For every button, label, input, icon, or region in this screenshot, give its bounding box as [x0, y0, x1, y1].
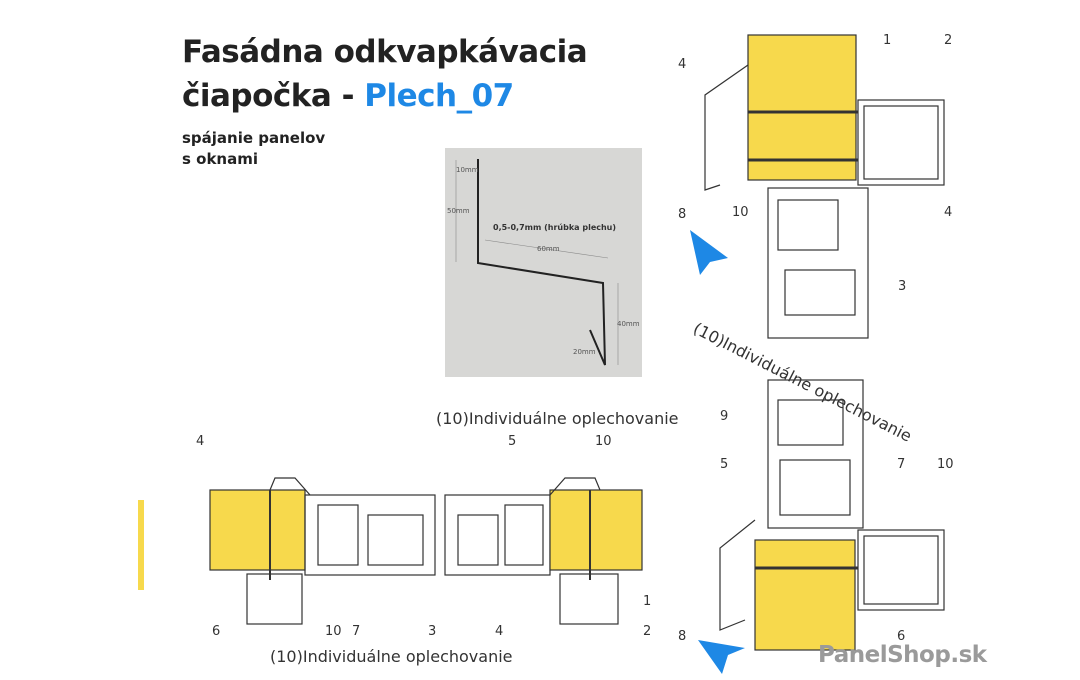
diagram-title: Fasádna odkvapkávacia čiapočka - Plech_0…	[182, 30, 588, 118]
label: 8	[678, 207, 686, 222]
label: 6	[897, 629, 905, 644]
logo-suffix: .sk	[950, 642, 987, 668]
thickness-label: 0,5-0,7mm (hrúbka plechu)	[493, 223, 616, 232]
label: 10	[595, 434, 612, 449]
logo-text: PanelShop	[818, 642, 951, 668]
label: 5	[508, 434, 516, 449]
note-middle: (10)Individuálne oplechovanie	[436, 409, 679, 428]
label: 3	[428, 624, 436, 639]
label: 10	[732, 205, 749, 220]
label: 10	[325, 624, 342, 639]
subtitle-line-2: s oknami	[182, 150, 259, 168]
label: 3	[898, 279, 906, 294]
arrow-bottom-icon	[698, 640, 745, 674]
label: 4	[678, 57, 686, 72]
title-line-2: čiapočka - Plech_07	[182, 74, 587, 118]
label: 1	[883, 33, 891, 48]
label: 8	[678, 629, 686, 644]
title-line-1: Fasádna odkvapkávacia	[182, 34, 588, 70]
label: 9	[720, 409, 728, 424]
label: 2	[944, 33, 952, 48]
dim-40: 40mm	[617, 320, 640, 328]
dim-10: 10mm	[456, 166, 479, 174]
label: 10	[937, 457, 954, 472]
dim-50: 50mm	[447, 207, 470, 215]
title-prefix: čiapočka -	[182, 78, 365, 114]
label: 1	[643, 594, 651, 609]
profile-inset: 10mm 50mm 60mm 40mm 20mm 0,5-0,7mm (hrúb…	[445, 148, 642, 377]
section-bottom-right	[719, 379, 945, 651]
section-bottom-left	[138, 477, 436, 625]
subtitle: spájanie panelov s oknami	[182, 128, 325, 170]
dim-20: 20mm	[573, 348, 596, 356]
label: 6	[212, 624, 220, 639]
title-accent: Plech_07	[364, 78, 514, 114]
label: 4	[495, 624, 503, 639]
label: 2	[643, 624, 651, 639]
note-bottom: (10)Individuálne oplechovanie	[270, 647, 513, 666]
label: 7	[352, 624, 360, 639]
section-top-right	[704, 34, 945, 339]
label: 4	[196, 434, 204, 449]
arrow-top-icon	[690, 230, 728, 275]
label: 4	[944, 205, 952, 220]
subtitle-line-1: spájanie panelov	[182, 129, 326, 147]
label: 7	[897, 457, 905, 472]
label: 5	[720, 457, 728, 472]
panelshop-logo: PanelShop.sk	[818, 642, 987, 668]
dim-60: 60mm	[537, 245, 560, 253]
section-bottom-middle	[444, 477, 643, 625]
